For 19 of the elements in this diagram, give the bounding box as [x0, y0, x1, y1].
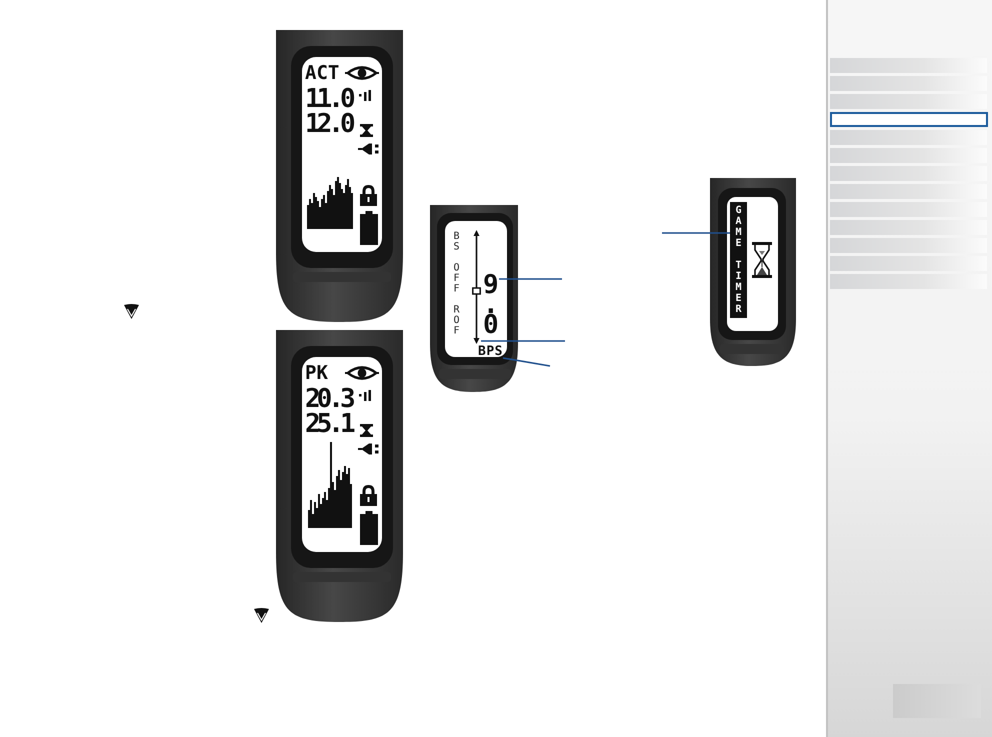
- leader-line: [502, 357, 550, 367]
- leader-line: [481, 340, 565, 342]
- reading-value: 11.0: [305, 86, 354, 112]
- reading-value: 20.3: [305, 386, 354, 412]
- leader-line: [662, 232, 730, 234]
- unit-label: BPS: [478, 346, 503, 358]
- mode-label: PK: [305, 364, 328, 383]
- mode-label: ACT: [305, 64, 340, 83]
- lcd-screen: [302, 57, 382, 252]
- slider-scale-label: BS OFF ROF: [450, 231, 463, 336]
- reading-value: 12.0: [305, 111, 354, 137]
- rate-value: 9.0: [483, 275, 499, 335]
- slider-bar: [472, 230, 481, 344]
- lcd-screen: [727, 197, 778, 331]
- reading-value: 25.1: [305, 411, 354, 437]
- leader-line: [499, 278, 562, 280]
- game-timer-banner: GAME TIMER: [730, 202, 747, 318]
- lcd-screen: [302, 357, 382, 552]
- lcd-screen: [445, 221, 507, 357]
